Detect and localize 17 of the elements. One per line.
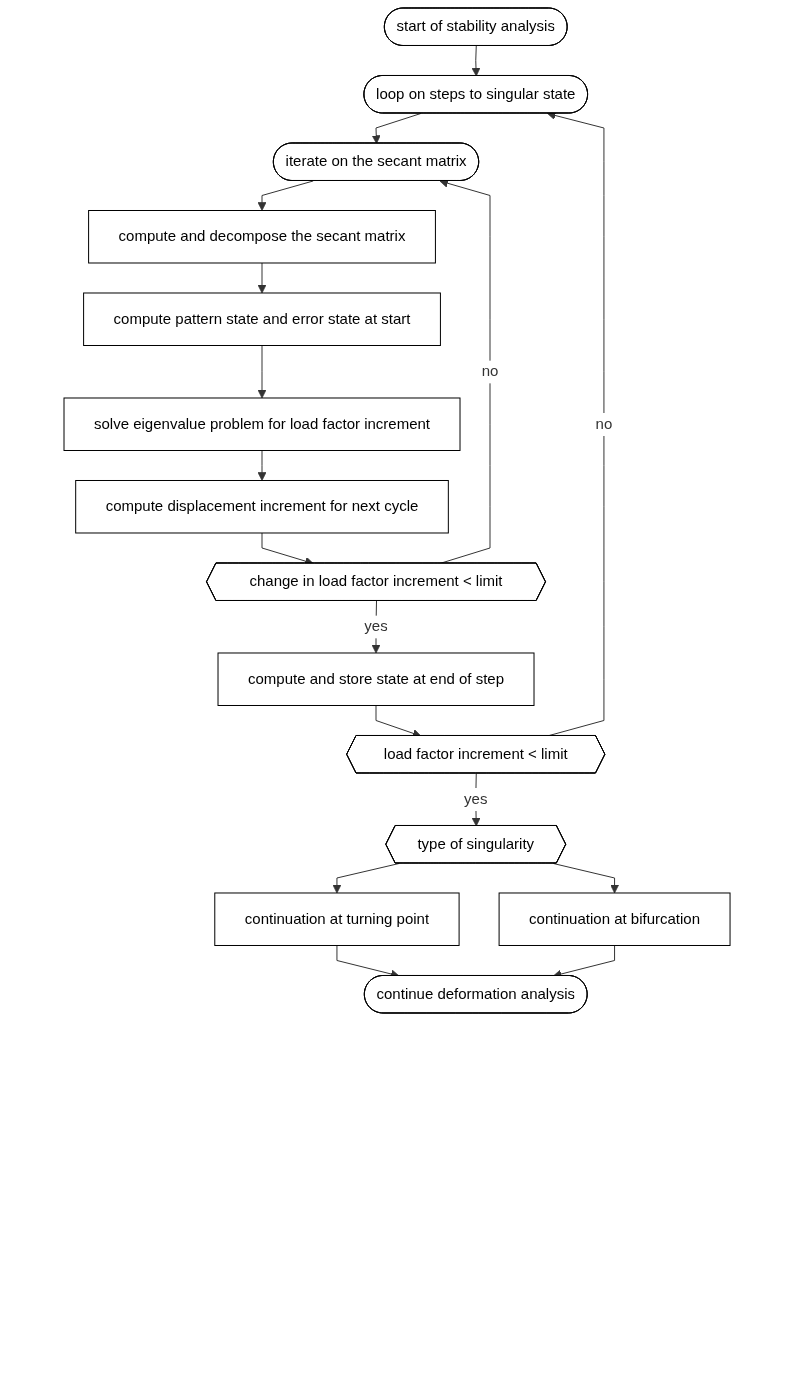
arrow bbox=[258, 262, 267, 294]
node-box: compute pattern state and error state at start bbox=[83, 292, 442, 346]
node-box: solve eigenvalue problem for load factor increment bbox=[63, 397, 461, 451]
arrow bbox=[439, 179, 491, 564]
arrow bbox=[553, 863, 620, 894]
node-box: continuation at turning point bbox=[214, 892, 461, 946]
arrow bbox=[472, 45, 481, 77]
node-box: continuation at bifurcation bbox=[499, 892, 731, 946]
node-box: compute and decompose the secant matrix bbox=[88, 210, 437, 264]
edge-label: yes bbox=[464, 789, 488, 807]
edge-label: yes bbox=[364, 617, 389, 635]
edge-label: no bbox=[482, 362, 499, 380]
node-box: compute and store state at end of step bbox=[218, 652, 535, 706]
arrow bbox=[258, 345, 267, 399]
node-box: compute displacement increment for next cycle bbox=[75, 480, 450, 534]
arrow bbox=[258, 450, 267, 481]
edge-label: no bbox=[596, 414, 613, 432]
